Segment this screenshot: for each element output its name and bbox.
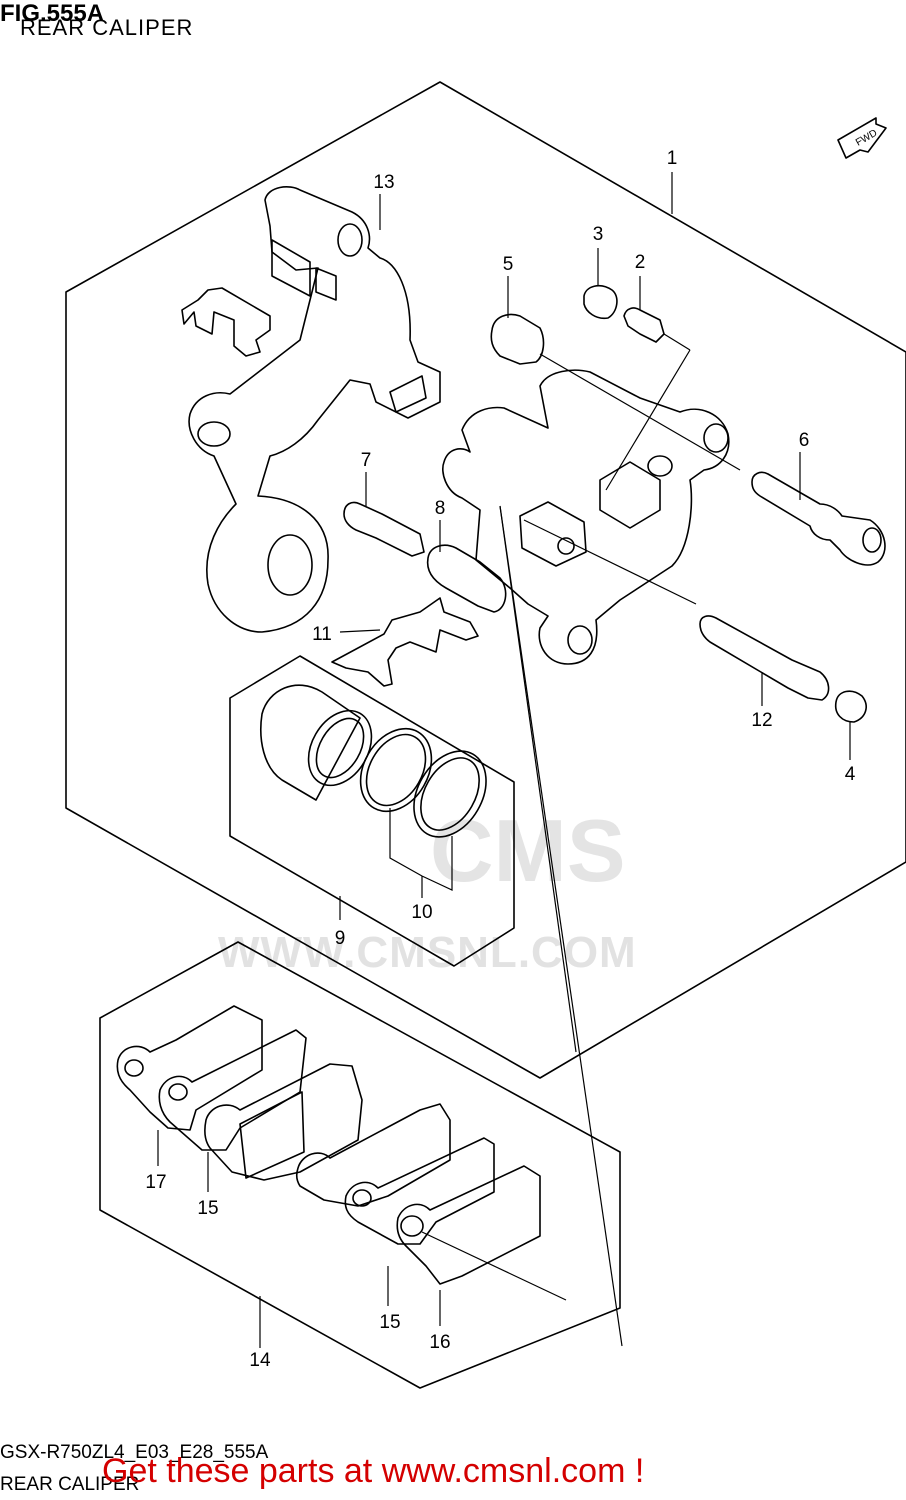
callout-7: 7: [361, 450, 372, 471]
callout-8: 8: [435, 498, 446, 519]
caliper-bracket: [188, 186, 441, 633]
assembly-outline-pads: [99, 941, 621, 1389]
pad-backing-left: [158, 1029, 307, 1151]
pad-spring-lower: [331, 597, 479, 687]
callout-14: 14: [249, 1350, 271, 1371]
callout-10: 10: [411, 902, 432, 923]
assembly-outline-caliper: [65, 81, 906, 1079]
callout-9: 9: [335, 928, 346, 949]
callout-17: 17: [145, 1172, 166, 1193]
fwd-label: FWD: [854, 128, 879, 149]
plug: [834, 690, 867, 723]
callout-2: 2: [635, 252, 646, 273]
promo-link[interactable]: Get these parts at www.cmsnl.com !: [102, 1452, 645, 1490]
section-name: REAR CALIPER: [0, 1474, 140, 1495]
pin-boot-small: [426, 544, 507, 613]
figure-id: FIG.555A: [0, 0, 105, 27]
assembly-outline-piston: [229, 655, 515, 967]
callout-4: 4: [845, 764, 856, 785]
bleed-screw: [623, 307, 665, 343]
callout-1: 1: [667, 148, 678, 169]
fwd-arrow-icon: [837, 117, 887, 159]
pad-pin: [343, 501, 425, 557]
piston-seal: [359, 727, 433, 813]
pad-shim-outer-left: [116, 1005, 263, 1131]
callout-3: 3: [593, 224, 604, 245]
callout-5: 5: [503, 254, 514, 275]
caliper-body: [442, 369, 730, 665]
callout-12: 12: [751, 710, 772, 731]
pad-spring-upper: [181, 287, 271, 357]
pad-shim-outer-right: [396, 1165, 541, 1285]
dust-seal: [413, 750, 487, 838]
callout-13: 13: [373, 172, 394, 193]
piston: [260, 684, 373, 801]
callout-6: 6: [799, 430, 810, 451]
callout-15-left: 15: [197, 1198, 218, 1219]
brake-pad-left: [204, 1063, 363, 1181]
callout-15-right: 15: [379, 1312, 400, 1333]
slide-pin-upper: [751, 471, 886, 566]
figure-subtitle: REAR CALIPER: [20, 15, 194, 40]
bleed-cap: [583, 284, 618, 320]
callout-16: 16: [429, 1332, 450, 1353]
pin-boot: [490, 313, 545, 365]
brake-pad-right: [295, 1103, 451, 1207]
callout-11: 11: [312, 624, 332, 645]
model-code: GSX-R750ZL4_E03_E28_555A: [0, 1442, 269, 1463]
pad-backing-right: [344, 1137, 495, 1245]
slide-pin-lower: [699, 615, 830, 701]
